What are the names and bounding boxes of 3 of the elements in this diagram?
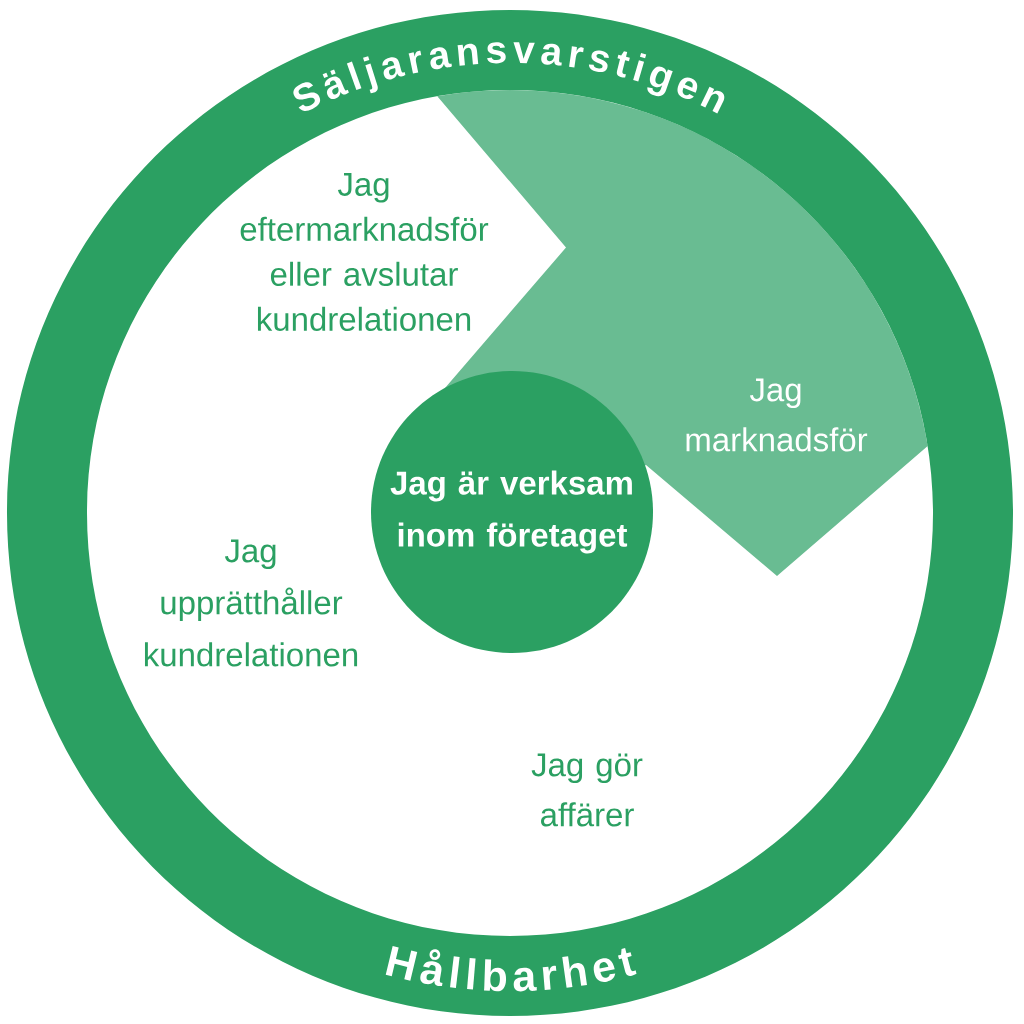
ring-heading: Hållbarhet: [385, 946, 637, 992]
stage-label: Jag gör affärer: [531, 753, 643, 827]
stage-label: Jag upprätthåller kundrelationen: [145, 539, 358, 667]
